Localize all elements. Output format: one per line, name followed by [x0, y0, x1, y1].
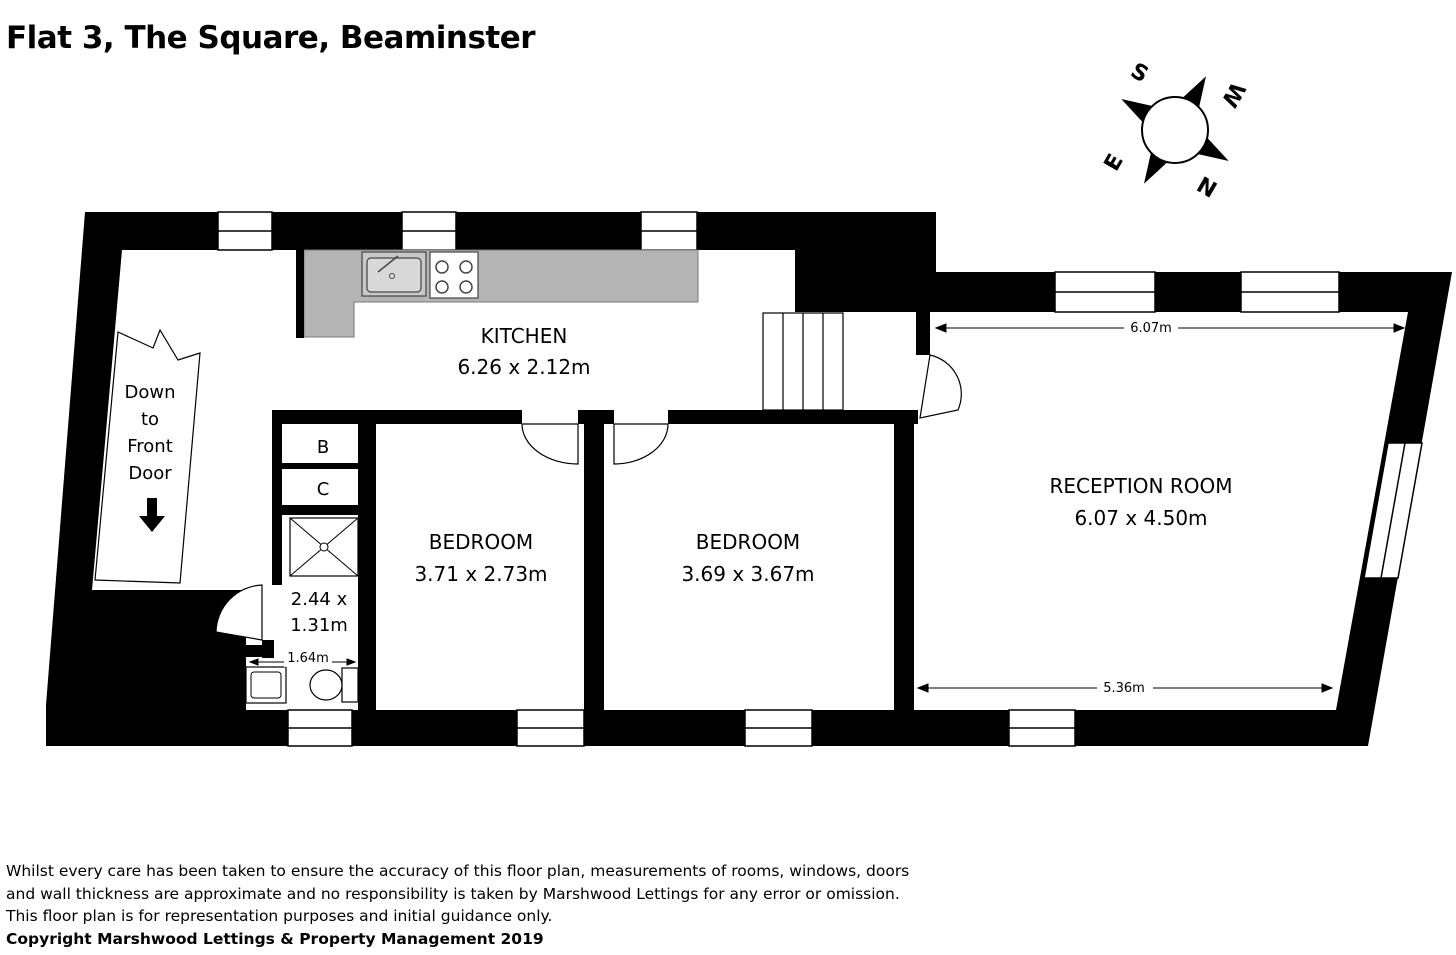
bedroom-2-size: 3.69 x 3.67m: [681, 562, 814, 586]
page-title: Flat 3, The Square, Beaminster: [6, 20, 536, 56]
bathroom-width-dimension: 1.64m: [287, 651, 329, 666]
stairs-note-line4: Door: [128, 463, 172, 484]
window-kitchen-2: [401, 211, 457, 251]
stairs-down: [94, 328, 201, 584]
disclaimer-line-2: and wall thickness are approximate and n…: [6, 884, 900, 903]
disclaimer: Whilst every care has been taken to ensu…: [6, 860, 1006, 951]
toilet-icon: [309, 667, 359, 703]
windows: [217, 211, 1423, 747]
disclaimer-line-3: This floor plan is for representation pu…: [6, 907, 553, 926]
reception-bottom-dimension: 5.36m: [1103, 681, 1145, 696]
compass-w: W: [1216, 77, 1250, 111]
kitchen-wall-stub: [296, 250, 304, 338]
door-bedroom-2: [613, 423, 669, 465]
door-reception: [919, 354, 962, 419]
bedroom-1-label: BEDROOM: [429, 530, 533, 554]
cupboard-divider-2: [282, 505, 358, 515]
cupboard-divider-1: [282, 463, 358, 469]
reception-size: 6.07 x 4.50m: [1074, 506, 1207, 530]
wall-opening-fill: [500, 410, 522, 424]
down-arrow-icon: [139, 498, 165, 532]
compass-e: E: [1100, 150, 1129, 176]
window-reception-2: [1240, 271, 1340, 313]
compass-icon: [1121, 76, 1229, 184]
window-bathroom: [287, 709, 353, 747]
cupboard-c-label: C: [317, 479, 330, 500]
window-bedroom-1: [516, 709, 585, 747]
door-bedroom-1: [521, 423, 579, 465]
stairs-note-line2: to: [141, 409, 159, 430]
washbasin-icon: [245, 666, 287, 704]
shower-room-size-line1: 2.44 x: [291, 589, 348, 610]
shower-tray-icon: [289, 517, 359, 577]
bath-wall-left: [272, 410, 282, 585]
dimension-lines: [248, 323, 1406, 693]
bedroom-2-label: BEDROOM: [696, 530, 800, 554]
bedroom-1-size: 3.71 x 2.73m: [414, 562, 547, 586]
door-bathroom: [215, 584, 263, 641]
window-reception-1: [1054, 271, 1156, 313]
stairs-note-line1: Down: [124, 382, 175, 403]
window-kitchen-3: [640, 211, 698, 251]
compass-n: N: [1194, 170, 1222, 201]
copyright-notice: Copyright Marshwood Lettings & Property …: [6, 930, 544, 949]
window-reception-bottom: [1008, 709, 1076, 747]
window-bedroom-2: [744, 709, 813, 747]
disclaimer-line-1: Whilst every care has been taken to ensu…: [6, 862, 910, 880]
sink-icon: [361, 251, 427, 297]
doors: [215, 354, 962, 641]
stairs-note-line3: Front: [127, 436, 173, 457]
compass-s: S: [1126, 59, 1152, 89]
reception-top-dimension: 6.07m: [1130, 321, 1172, 336]
hob-icon: [429, 251, 479, 299]
kitchen-units: [296, 249, 699, 338]
reception-label: RECEPTION ROOM: [1049, 474, 1232, 498]
kitchen-label: KITCHEN: [481, 324, 568, 348]
bath-wall-left-low: [234, 645, 246, 715]
shower-room-size-line2: 1.31m: [290, 615, 348, 636]
corridor-wall-top: [272, 410, 522, 424]
bath-bedroom-wall: [358, 410, 376, 710]
bedroom-reception-wall: [894, 410, 914, 710]
bedrooms-divider-wall: [584, 410, 604, 710]
window-reception-side: [1363, 442, 1423, 579]
kitchen-size: 6.26 x 2.12m: [457, 355, 590, 379]
cupboard-b-label: B: [317, 437, 329, 458]
wall-left-bottom: [46, 710, 281, 746]
bathroom-fixtures: [245, 517, 359, 704]
inner-walls: [234, 410, 918, 715]
window-kitchen-1: [217, 211, 273, 251]
corridor-wall-top-right: [668, 410, 918, 424]
stairs-up: [762, 312, 844, 411]
